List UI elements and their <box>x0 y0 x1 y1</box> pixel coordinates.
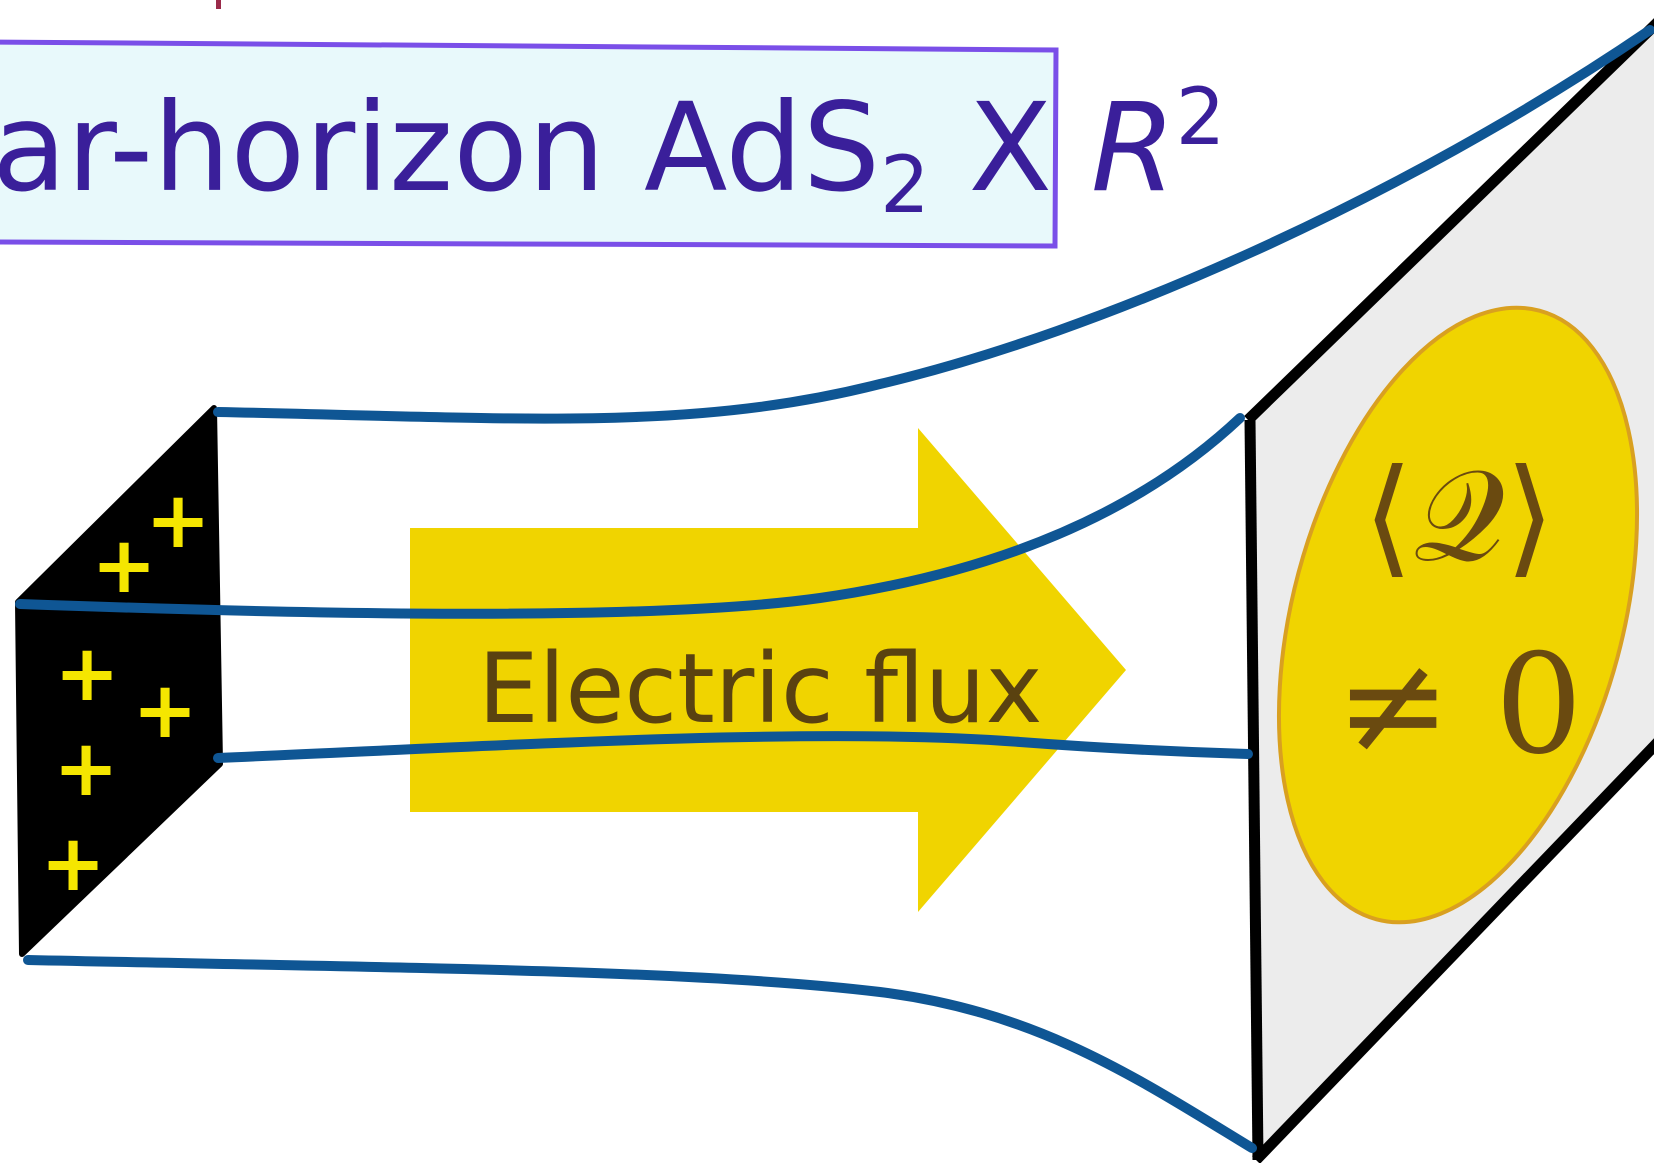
condensate-operator: ⟨𝒬⟩ <box>1363 442 1555 591</box>
charge-plus: + <box>91 521 156 611</box>
charge-plus: + <box>132 666 197 756</box>
title-box: ar-horizon AdS2 X R2 <box>0 42 1225 246</box>
charge-plus: + <box>54 629 119 719</box>
title-space: R <box>1091 77 1176 219</box>
flux-line-bottom <box>28 960 1252 1148</box>
charged-horizon: + + + + + + <box>18 408 220 954</box>
title-main: ar-horizon AdS <box>0 77 880 219</box>
charge-plus: + <box>53 724 118 814</box>
title-subscript: 2 <box>880 141 930 231</box>
title-text: ar-horizon AdS2 X R2 <box>0 73 1225 231</box>
charge-plus: + <box>40 819 105 909</box>
top-edge-mark <box>216 0 221 9</box>
condensate-relation: ≠ 0 <box>1335 624 1582 785</box>
electric-flux-arrow: Electric flux <box>410 428 1126 912</box>
flux-arrow-label: Electric flux <box>478 633 1042 745</box>
title-connector: X <box>930 77 1091 219</box>
title-superscript: 2 <box>1176 73 1226 163</box>
